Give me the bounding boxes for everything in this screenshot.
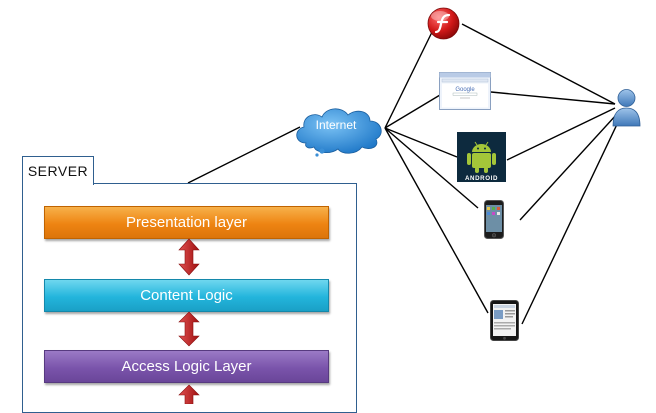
- line-user-flash: [461, 23, 616, 105]
- flash-icon: [427, 7, 460, 40]
- double-arrow-icon: [178, 384, 200, 404]
- double-arrow-icon: [178, 238, 200, 276]
- double-arrow-icon: [178, 311, 200, 347]
- line-user-android: [506, 107, 616, 161]
- line-internet-flash: [384, 27, 435, 129]
- line-user-browser: [490, 91, 616, 105]
- internet-cloud-icon: [296, 108, 382, 157]
- browser-icon: Google: [439, 72, 491, 110]
- browser-logo-text: Google: [455, 87, 475, 93]
- user-icon: [612, 89, 641, 127]
- iphone-icon: [484, 200, 504, 239]
- line-internet-android: [384, 127, 458, 158]
- server-label: SERVER: [22, 156, 94, 185]
- android-label: ANDROID: [465, 175, 498, 182]
- access-logic-layer: Access Logic Layer: [44, 350, 329, 383]
- android-icon: ANDROID: [457, 132, 506, 182]
- line-user-iphone: [519, 113, 618, 221]
- line-internet-iphone: [384, 127, 479, 209]
- ipad-icon: [490, 300, 519, 341]
- content-logic-layer: Content Logic: [44, 279, 329, 312]
- connection-lines: [187, 23, 621, 325]
- line-user-ipad: [521, 117, 621, 325]
- line-internet-browser: [384, 94, 441, 129]
- internet-label: Internet: [315, 118, 357, 132]
- presentation-layer: Presentation layer: [44, 206, 329, 239]
- line-internet-ipad: [384, 127, 489, 314]
- line-server-internet: [187, 126, 301, 184]
